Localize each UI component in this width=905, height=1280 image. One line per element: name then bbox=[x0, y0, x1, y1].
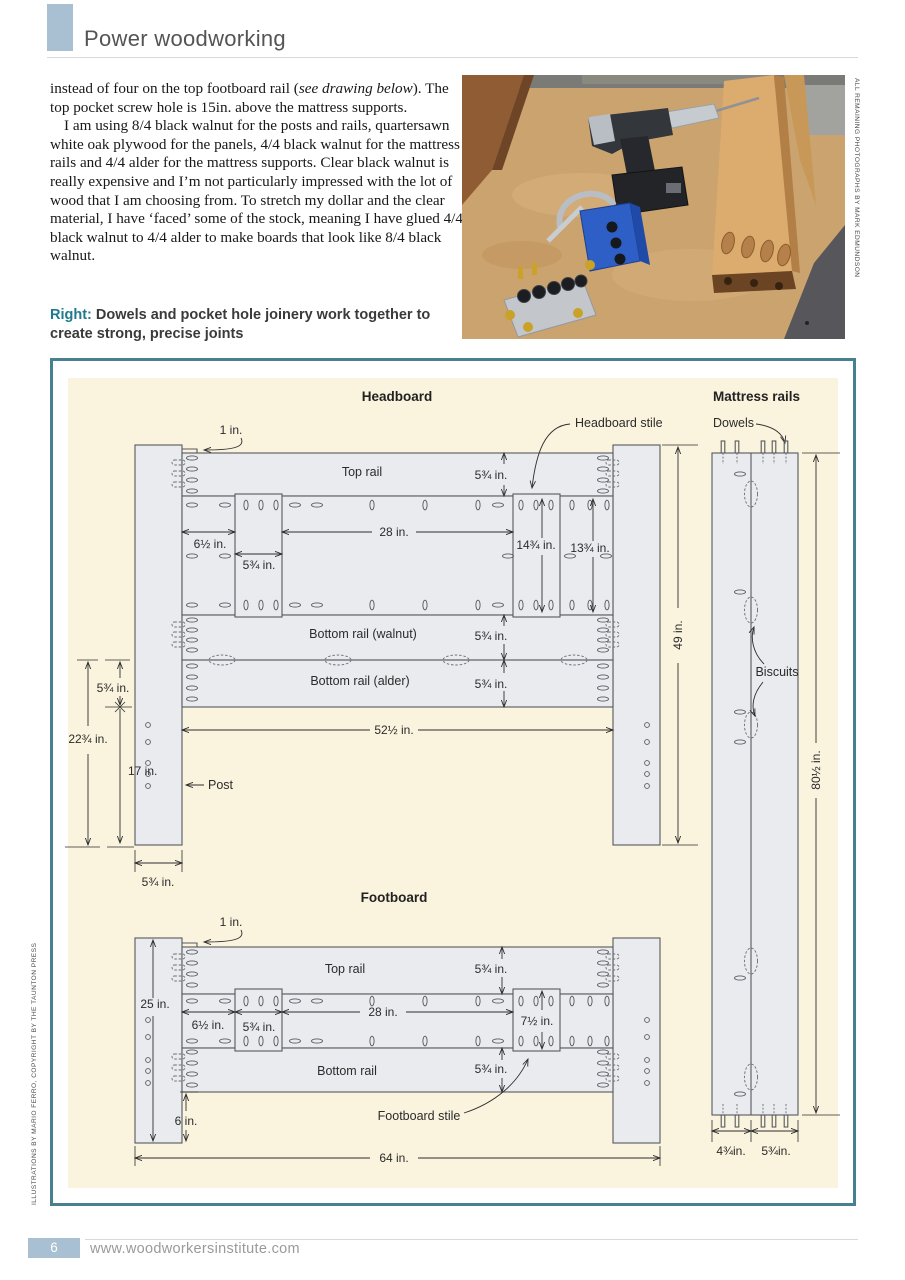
headboard-post-label: Post bbox=[208, 778, 234, 792]
footboard-dim-1in: 1 in. bbox=[220, 915, 243, 929]
photo-cordless-drill bbox=[588, 96, 760, 216]
headboard-top-rail bbox=[181, 452, 614, 497]
headboard-bottom-rail-walnut bbox=[181, 614, 614, 661]
footboard-dim-stile-h: 7½ in. bbox=[521, 1014, 554, 1028]
headboard-dim-49: 49 in. bbox=[671, 620, 685, 649]
dowels-label: Dowels bbox=[713, 416, 754, 430]
headboard-title: Headboard bbox=[362, 389, 433, 404]
footboard-dim-toprail: 5¾ in. bbox=[475, 962, 508, 976]
headboard-dim-stile-w: 5¾ in. bbox=[243, 558, 276, 572]
mattress-dim-left-width: 4¾in. bbox=[716, 1144, 745, 1158]
footboard-bottom-rail bbox=[181, 1047, 614, 1093]
mattress-rails bbox=[711, 452, 799, 1116]
photo-drill-bit bbox=[715, 96, 760, 113]
illustration-credit: ILLUSTRATIONS BY MARIO FERRO, COPYRIGHT … bbox=[31, 942, 38, 1205]
footboard-dim-25: 25 in. bbox=[140, 997, 169, 1011]
footboard-dim-64: 64 in. bbox=[379, 1151, 408, 1165]
headboard-dim-17: 17 in. bbox=[128, 764, 157, 778]
headboard-dim-28: 28 in. bbox=[379, 525, 408, 539]
caption-text: Dowels and pocket hole joinery work toge… bbox=[50, 307, 431, 342]
footboard-bottom-rail-label: Bottom rail bbox=[317, 1064, 377, 1078]
headboard-dim-post-w: 5¾ in. bbox=[142, 875, 175, 889]
headboard-right-post bbox=[612, 444, 661, 846]
photo-clamp bbox=[556, 190, 617, 228]
footboard-top-rail bbox=[181, 946, 614, 995]
footboard-stile-right bbox=[512, 988, 561, 1052]
bed-construction-diagram: Headboard bbox=[50, 358, 856, 1206]
footboard-stile-label: Footboard stile bbox=[378, 1109, 461, 1123]
headboard-dim-52half: 52½ in. bbox=[374, 723, 413, 737]
article-body: instead of four on the top footboard rai… bbox=[50, 80, 463, 266]
footboard-dim-stile-w: 5¾ in. bbox=[243, 1020, 276, 1034]
photo-credit: ALL REMAINING PHOTOGRAPHS BY MARK EDMUND… bbox=[853, 78, 860, 278]
footboard-dim-bottomrail: 5¾ in. bbox=[475, 1062, 508, 1076]
headboard-dim-panel-h: 13¾ in. bbox=[570, 541, 609, 555]
page-number: 6 bbox=[28, 1238, 80, 1258]
header-accent-square bbox=[47, 4, 73, 51]
footer-rule bbox=[85, 1239, 858, 1240]
footboard-left-post bbox=[134, 937, 183, 1144]
photo-doweling-jig bbox=[503, 263, 597, 338]
mattress-dim-80half: 80½ in. bbox=[809, 750, 823, 789]
photo-floor-mat bbox=[784, 225, 845, 339]
biscuits-label: Biscuits bbox=[755, 665, 798, 679]
headboard-dim-walnut: 5¾ in. bbox=[475, 629, 508, 643]
headboard-stile-left bbox=[234, 493, 283, 618]
p1-after: ). The top pocket screw hole is 15in. ab… bbox=[50, 80, 449, 116]
headboard-alder-label: Bottom rail (alder) bbox=[310, 674, 409, 688]
headboard-bottom-rail-alder bbox=[181, 659, 614, 708]
photo-caption: Right: Dowels and pocket hole joinery wo… bbox=[50, 306, 454, 344]
headboard-stile-right bbox=[512, 493, 561, 618]
headboard-drawing: Headboard bbox=[65, 389, 698, 889]
header-rule bbox=[47, 57, 858, 58]
headboard-stile-label: Headboard stile bbox=[575, 416, 663, 430]
caption-lead: Right: bbox=[50, 307, 92, 323]
headboard-dim-6half: 6½ in. bbox=[194, 537, 227, 551]
footboard-drawing: Footboard bbox=[135, 890, 660, 1166]
page-title: Power woodworking bbox=[84, 26, 286, 51]
headboard-dim-stile-h: 14¾ in. bbox=[516, 538, 555, 552]
photo-pocket-hole-jig bbox=[546, 190, 650, 272]
footboard-top-rail-label: Top rail bbox=[325, 962, 365, 976]
footboard-dim-28: 28 in. bbox=[368, 1005, 397, 1019]
headboard-left-post bbox=[134, 444, 183, 846]
footboard-dim-6: 6 in. bbox=[175, 1114, 198, 1128]
mattress-rails-drawing: Mattress rails Dowels Biscuits 80½ in. bbox=[712, 389, 840, 1158]
footboard-right-post bbox=[612, 937, 661, 1144]
footboard-title: Footboard bbox=[361, 890, 428, 905]
paragraph-1: instead of four on the top footboard rai… bbox=[50, 80, 463, 117]
mattress-dim-right-width: 5¾in. bbox=[761, 1144, 790, 1158]
photo-board-with-pocket-holes bbox=[712, 75, 816, 293]
headboard-top-rail-label: Top rail bbox=[342, 465, 382, 479]
p1-before: instead of four on the top footboard rai… bbox=[50, 80, 299, 97]
headboard-dim-alder: 5¾ in. bbox=[475, 677, 508, 691]
workshop-photo bbox=[462, 75, 845, 339]
headboard-dim-1in: 1 in. bbox=[220, 423, 243, 437]
p1-italic: see drawing below bbox=[298, 80, 413, 97]
headboard-dim-alder-left: 5¾ in. bbox=[97, 681, 130, 695]
rail-setback-step bbox=[182, 448, 198, 453]
footboard-dim-6half: 6½ in. bbox=[192, 1018, 225, 1032]
paragraph-2: I am using 8/4 black walnut for the post… bbox=[50, 117, 463, 265]
headboard-walnut-label: Bottom rail (walnut) bbox=[309, 627, 417, 641]
headboard-dim-22: 22¾ in. bbox=[68, 732, 107, 746]
headboard-dim-toprail: 5¾ in. bbox=[475, 468, 508, 482]
photo-left-board bbox=[462, 75, 524, 205]
mattress-title: Mattress rails bbox=[713, 389, 800, 404]
footer-url: www.woodworkersinstitute.com bbox=[90, 1241, 300, 1257]
